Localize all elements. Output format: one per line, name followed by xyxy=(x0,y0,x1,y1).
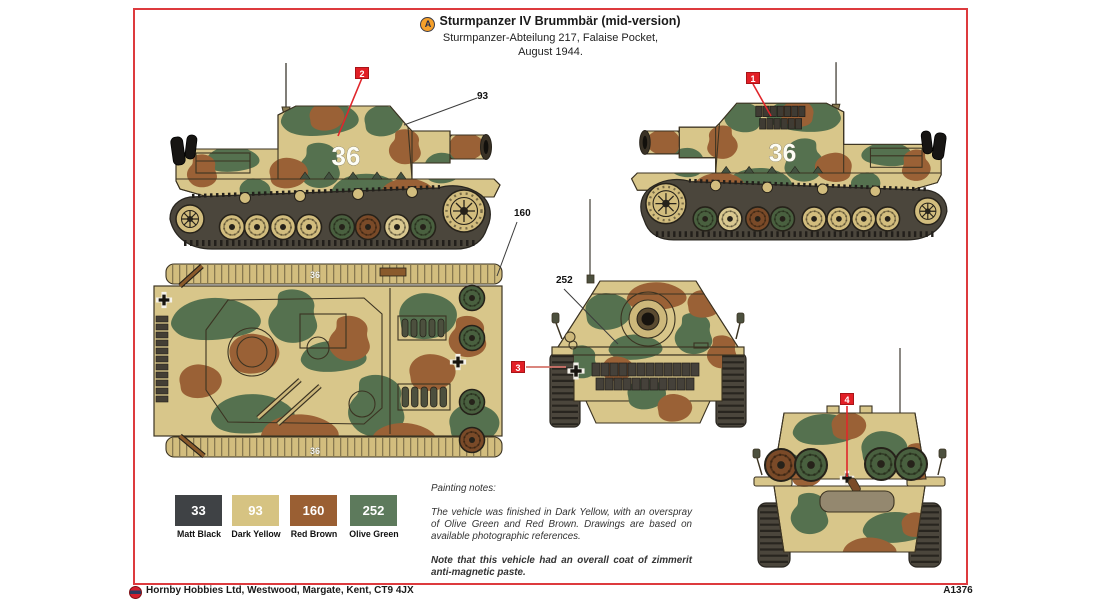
swatch-red-brown: 160 xyxy=(290,495,337,526)
top-view-illustration: 36 36 xyxy=(153,263,503,459)
scheme-a-badge-icon: A xyxy=(420,17,436,32)
airfix-logo-icon xyxy=(129,586,142,599)
callout-2: 2 xyxy=(355,67,369,79)
spare-track-row xyxy=(591,362,700,391)
swatch-label-red-brown: Red Brown xyxy=(290,529,338,539)
subtitle-line-2: August 1944. xyxy=(518,45,583,58)
muffler xyxy=(819,490,895,513)
front-spare-links-strip xyxy=(155,315,169,403)
gun-muzzle xyxy=(641,312,655,326)
paint-label-red-brown: 160 xyxy=(514,208,531,219)
rear-view-illustration xyxy=(752,348,947,568)
subtitle-line-1: Sturmpanzer-Abteilung 217, Falaise Pocke… xyxy=(442,32,659,44)
front-view-illustration xyxy=(549,199,747,428)
swatch-label-matt-black: Matt Black xyxy=(177,529,221,539)
painting-notes-heading: Painting notes: xyxy=(431,483,496,494)
svg-text:36: 36 xyxy=(310,446,320,456)
callout-4: 4 xyxy=(840,393,854,405)
swatch-label-olive-green: Olive Green xyxy=(349,529,399,539)
side-view-left-illustration: 36 xyxy=(150,61,510,253)
painting-notes-zimmerit: Note that this vehicle had an overall co… xyxy=(431,555,692,578)
title-text: Sturmpanzer IV Brummbär (mid-version) xyxy=(439,14,681,28)
vehicle-number-marking: 36 xyxy=(769,141,797,168)
paint-label-dark-yellow: 93 xyxy=(477,91,489,102)
callout-3: 3 xyxy=(511,361,525,373)
svg-text:36: 36 xyxy=(310,270,320,280)
sheet-code: A1376 xyxy=(943,585,973,596)
gun-mantlet-ring xyxy=(620,291,676,347)
painting-notes-body: The vehicle was finished in Dark Yellow,… xyxy=(431,507,692,542)
swatch-dark-yellow: 93 xyxy=(232,495,279,526)
publisher-address: Hornby Hobbies Ltd, Westwood, Margate, K… xyxy=(146,585,414,596)
paint-label-olive-green: 252 xyxy=(556,275,573,286)
swatch-olive-green: 252 xyxy=(350,495,397,526)
callout-1: 1 xyxy=(746,72,760,84)
painting-notes: Painting notes: The vehicle was finished… xyxy=(431,483,692,579)
swatch-label-dark-yellow: Dark Yellow xyxy=(231,529,281,539)
swatch-matt-black: 33 xyxy=(175,495,222,526)
vehicle-number-marking: 36 xyxy=(332,141,361,171)
